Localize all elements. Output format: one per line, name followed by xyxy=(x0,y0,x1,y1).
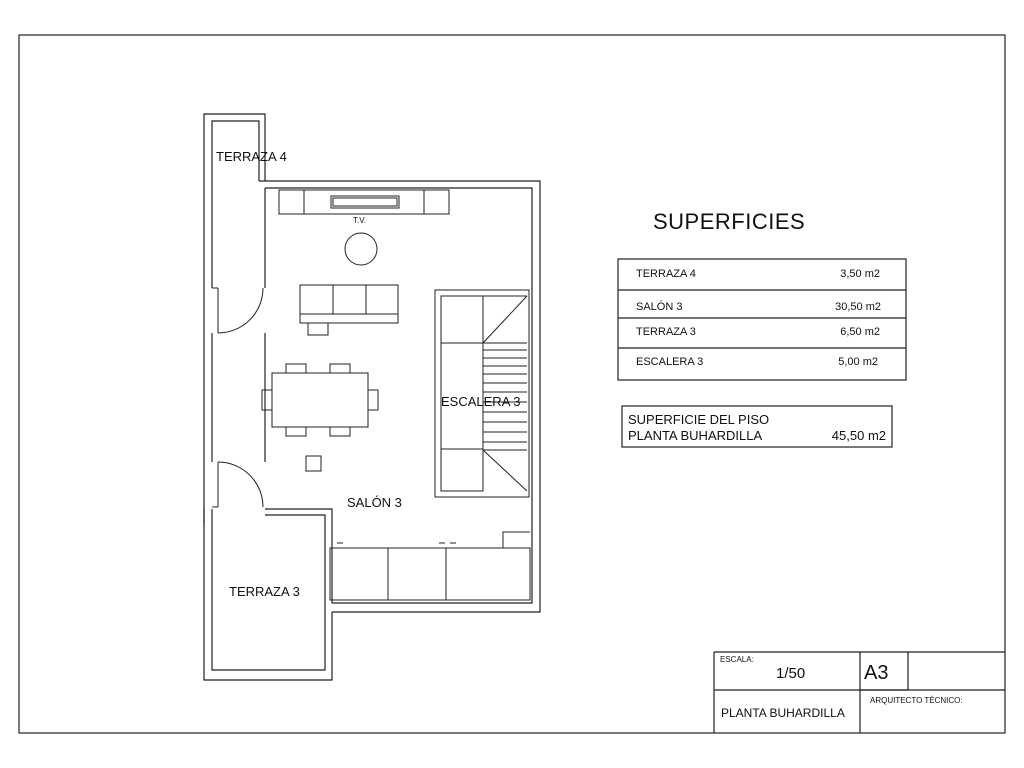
surface-row-name: TERRAZA 4 xyxy=(636,268,696,280)
drawing-name: PLANTA BUHARDILLA xyxy=(721,706,845,720)
tv-cabinet xyxy=(278,189,450,215)
scale-label: ESCALA: xyxy=(720,655,754,664)
total-surface-value: 45,50 m2 xyxy=(831,428,886,443)
surface-row-value: 6,50 m2 xyxy=(840,326,880,338)
surface-row-name: SALÓN 3 xyxy=(636,301,683,313)
room-label-escalera-3: ESCALERA 3 xyxy=(441,394,521,409)
sofa xyxy=(299,284,399,336)
tv-circle xyxy=(344,232,378,266)
kitchen-counter xyxy=(329,531,531,601)
sheet-border xyxy=(18,34,1006,734)
room-label-terraza-4: TERRAZA 4 xyxy=(216,149,287,164)
title-block-lines xyxy=(713,651,1005,733)
dining-table xyxy=(261,363,379,437)
surface-row-value: 30,50 m2 xyxy=(835,301,881,313)
surface-row-name: TERRAZA 3 xyxy=(636,326,696,338)
pedestal-square xyxy=(305,455,322,472)
sheet-size: A3 xyxy=(864,662,889,684)
total-surface-box xyxy=(621,405,893,448)
staircase xyxy=(434,289,530,498)
tv-label: T.V. xyxy=(353,216,366,225)
author-label: ARQUITECTO TÉCNICO: xyxy=(870,696,963,705)
plan-walls xyxy=(203,113,541,681)
surfaces-title: SUPERFICIES xyxy=(653,209,806,234)
room-label-terraza-3: TERRAZA 3 xyxy=(229,584,300,599)
total-surface-line1: SUPERFICIE DEL PISO xyxy=(628,412,770,427)
surfaces-table-lines xyxy=(617,258,907,381)
surface-row-value: 3,50 m2 xyxy=(840,268,880,280)
room-label-salon-3: SALÓN 3 xyxy=(347,495,402,510)
total-surface-line2: PLANTA BUHARDILLA xyxy=(628,428,763,443)
surface-row-value: 5,00 m2 xyxy=(838,356,878,368)
scale-value: 1/50 xyxy=(776,665,806,682)
surface-row-name: ESCALERA 3 xyxy=(636,356,704,368)
door-swings xyxy=(212,287,264,508)
